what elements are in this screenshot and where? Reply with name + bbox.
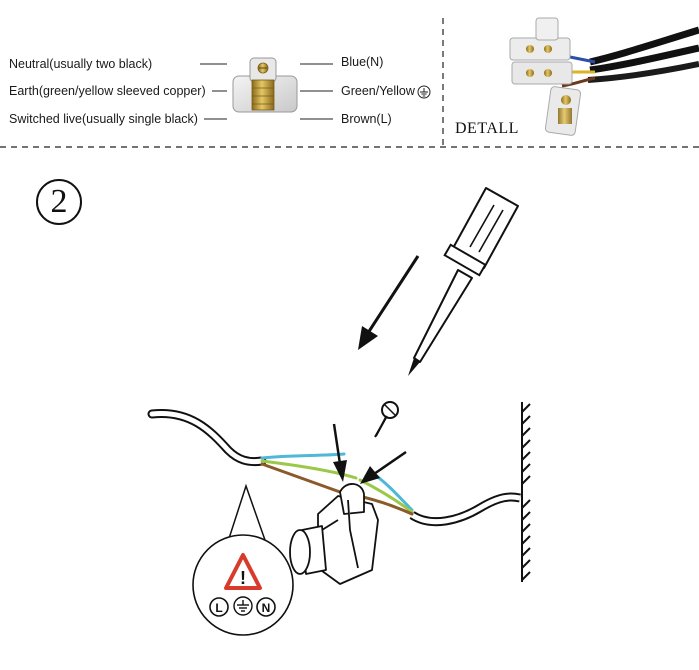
step-number-badge: 2 xyxy=(36,179,82,225)
left-cable xyxy=(147,409,267,467)
screwdriver-icon xyxy=(408,187,519,376)
label-blue-n: Blue(N) xyxy=(341,55,384,69)
wires-left xyxy=(260,452,358,494)
live-terminal-label: L xyxy=(215,601,222,615)
neutral-terminal-label: N xyxy=(262,601,271,615)
pointer-arrow-icons xyxy=(332,423,407,484)
connector-block-icon xyxy=(232,57,298,113)
screw-icon xyxy=(374,401,399,438)
earth-symbol-icon xyxy=(417,85,431,99)
warning-callout: ! L N xyxy=(192,483,294,636)
earth-ground-icon xyxy=(233,596,253,616)
label-brown-l: Brown(L) xyxy=(341,112,392,126)
label-earth: Earth(green/yellow sleeved copper) xyxy=(9,84,206,98)
warning-triangle-icon xyxy=(224,553,262,590)
right-cable xyxy=(409,492,521,527)
fitting-connector-icon xyxy=(289,483,379,585)
warning-exclamation: ! xyxy=(240,568,246,588)
label-green-yellow: Green/Yellow xyxy=(341,84,415,98)
label-switched-live: Switched live(usually single black) xyxy=(9,112,198,126)
wall-icon xyxy=(521,402,531,582)
label-neutral: Neutral(usually two black) xyxy=(9,57,153,71)
legend-leader-lines xyxy=(200,63,333,120)
detail-label: DETALL xyxy=(455,120,519,137)
detail-connector-photo xyxy=(509,17,699,136)
direction-arrow-icon xyxy=(358,255,420,350)
